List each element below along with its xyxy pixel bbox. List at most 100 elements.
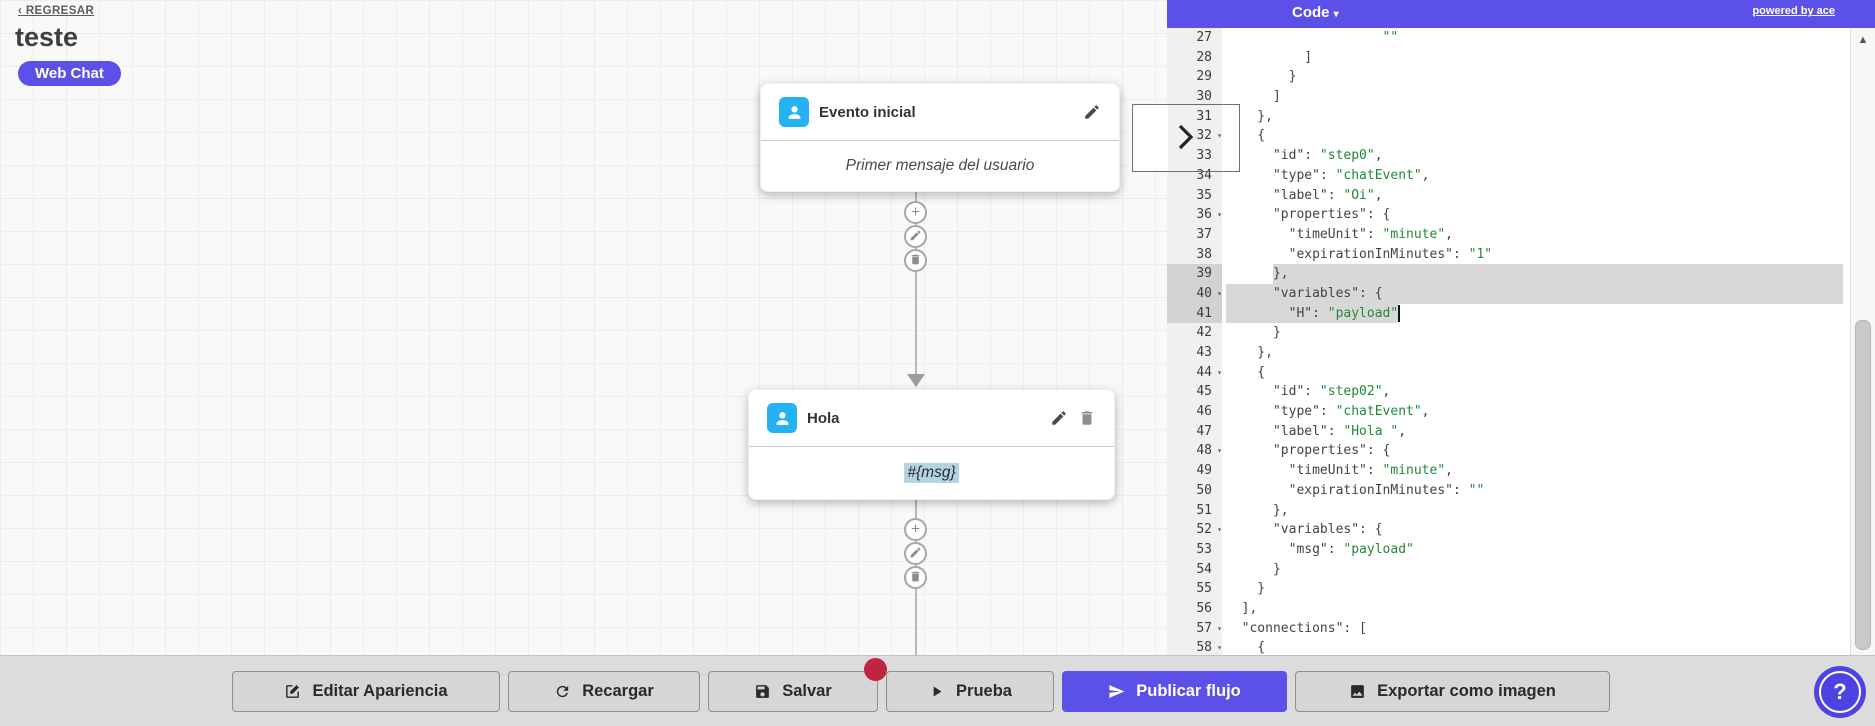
code-line[interactable]: 45 "id": "step02", — [1167, 382, 1851, 403]
code-line[interactable]: 58▾ { — [1167, 638, 1851, 655]
fold-arrow-icon[interactable]: ▾ — [1217, 288, 1222, 298]
code-line[interactable]: 40▾ "variables": { — [1167, 283, 1851, 304]
gutter-line-number[interactable]: 46 — [1167, 402, 1222, 422]
editor-scrollbar[interactable] — [1850, 28, 1875, 655]
gutter-line-number[interactable]: 50 — [1167, 480, 1222, 501]
delete-node-icon[interactable] — [1078, 409, 1096, 427]
fold-arrow-icon[interactable]: ▾ — [1217, 210, 1222, 220]
code-line[interactable]: 47 "label": "Hola ", — [1167, 421, 1851, 442]
gutter-line-number[interactable]: 54 — [1167, 559, 1222, 580]
code-line[interactable]: 46 "type": "chatEvent", — [1167, 402, 1851, 422]
code-line[interactable]: 28 ] — [1167, 47, 1851, 68]
code-line[interactable]: 52▾ "variables": { — [1167, 520, 1851, 540]
code-line[interactable]: 35 "label": "Oi", — [1167, 185, 1851, 206]
gutter-line-number[interactable]: 40▾ — [1167, 283, 1222, 304]
gutter-line-number[interactable]: 55 — [1167, 579, 1222, 599]
button-salvar[interactable]: Salvar — [708, 657, 887, 712]
gutter-line-number[interactable]: 27 — [1167, 28, 1222, 48]
delete-edge-button[interactable] — [904, 566, 927, 589]
gutter-line-number[interactable]: 33 — [1167, 146, 1222, 166]
edit-edge-button[interactable] — [904, 225, 927, 248]
code-line[interactable]: 54 } — [1167, 559, 1851, 580]
gutter-line-number[interactable]: 42 — [1167, 323, 1222, 343]
gutter-line-number[interactable]: 48▾ — [1167, 441, 1222, 462]
button-exportar-como-imagen[interactable]: Exportar como imagen — [1295, 670, 1610, 712]
code-line[interactable]: 32▾ { — [1167, 126, 1851, 147]
code-line[interactable]: 48▾ "properties": { — [1167, 441, 1851, 462]
variable-chip[interactable]: #{msg} — [904, 463, 959, 483]
button-prueba[interactable]: Prueba — [886, 670, 1054, 712]
gutter-line-number[interactable]: 36▾ — [1167, 205, 1222, 225]
button-recargar[interactable]: Recargar — [508, 670, 700, 712]
gutter-line-number[interactable]: 52▾ — [1167, 520, 1222, 540]
gutter-line-number[interactable]: 35 — [1167, 185, 1222, 206]
button-editar-apariencia[interactable]: Editar Apariencia — [232, 670, 500, 712]
edit-edge-button[interactable] — [904, 542, 927, 565]
gutter-line-number[interactable]: 38 — [1167, 244, 1222, 265]
gutter-line-number[interactable]: 32▾ — [1167, 126, 1222, 147]
fold-arrow-icon[interactable]: ▾ — [1217, 643, 1222, 653]
powered-by-ace-link[interactable]: powered by ace — [1752, 5, 1835, 17]
code-line[interactable]: 39 }, — [1167, 264, 1851, 284]
gutter-line-number[interactable]: 44▾ — [1167, 362, 1222, 383]
gutter-line-number[interactable]: 29 — [1167, 67, 1222, 88]
code-line[interactable]: 34 "type": "chatEvent", — [1167, 165, 1851, 186]
code-line[interactable]: 38 "expirationInMinutes": "1" — [1167, 244, 1851, 265]
gutter-line-number[interactable]: 30 — [1167, 87, 1222, 107]
gutter-line-number[interactable]: 49 — [1167, 461, 1222, 481]
gutter-line-number[interactable]: 57▾ — [1167, 618, 1222, 639]
code-mode-dropdown[interactable]: Code — [1292, 4, 1339, 21]
code-line[interactable]: 27 "" — [1167, 28, 1851, 48]
gutter-line-number[interactable]: 43 — [1167, 343, 1222, 363]
code-line[interactable]: 42 } — [1167, 323, 1851, 343]
node-hola[interactable]: Hola #{msg} — [748, 389, 1115, 500]
fold-arrow-icon[interactable]: ▾ — [1217, 525, 1222, 535]
code-lines[interactable]: 27 ""28 ]29 }30 ]31 },32▾ {33 "id": "ste… — [1167, 28, 1851, 655]
code-line[interactable]: 43 }, — [1167, 343, 1851, 363]
gutter-line-number[interactable]: 47 — [1167, 421, 1222, 442]
scrollbar-thumb[interactable] — [1855, 320, 1871, 650]
fold-arrow-icon[interactable]: ▾ — [1217, 446, 1222, 456]
gutter-line-number[interactable]: 51 — [1167, 500, 1222, 521]
back-link[interactable]: ‹ REGRESAR — [18, 5, 95, 17]
code-line[interactable]: 50 "expirationInMinutes": "" — [1167, 480, 1851, 501]
delete-edge-button[interactable] — [904, 249, 927, 272]
code-line[interactable]: 37 "timeUnit": "minute", — [1167, 224, 1851, 245]
edit-node-icon[interactable] — [1050, 409, 1068, 427]
edit-node-icon[interactable] — [1083, 103, 1101, 121]
fold-arrow-icon[interactable]: ▾ — [1217, 131, 1222, 141]
node-evento-inicial[interactable]: Evento inicial Primer mensaje del usuari… — [760, 83, 1120, 192]
gutter-line-number[interactable]: 39 — [1167, 264, 1222, 284]
code-line[interactable]: 31 }, — [1167, 106, 1851, 127]
fold-arrow-icon[interactable]: ▾ — [1217, 623, 1222, 633]
code-line[interactable]: 53 "msg": "payload" — [1167, 539, 1851, 560]
gutter-line-number[interactable]: 53 — [1167, 539, 1222, 560]
code-line[interactable]: 30 ] — [1167, 87, 1851, 107]
code-line[interactable]: 44▾ { — [1167, 362, 1851, 383]
gutter-line-number[interactable]: 37 — [1167, 224, 1222, 245]
code-line[interactable]: 29 } — [1167, 67, 1851, 88]
gutter-line-number[interactable]: 56 — [1167, 598, 1222, 619]
code-line[interactable]: 49 "timeUnit": "minute", — [1167, 461, 1851, 481]
gutter-line-number[interactable]: 28 — [1167, 47, 1222, 68]
code-line[interactable]: 55 } — [1167, 579, 1851, 599]
code-line[interactable]: 36▾ "properties": { — [1167, 205, 1851, 225]
button-publicar-flujo[interactable]: Publicar flujo — [1062, 670, 1287, 712]
trash-icon — [909, 570, 922, 586]
code-line[interactable]: 33 "id": "step0", — [1167, 146, 1851, 166]
help-button[interactable]: ? — [1814, 666, 1866, 718]
code-line[interactable]: 56 ], — [1167, 598, 1851, 619]
code-line[interactable]: 57▾ "connections": [ — [1167, 618, 1851, 639]
flow-canvas[interactable]: ‹ REGRESAR teste Web Chat Evento inicial… — [0, 0, 1167, 655]
gutter-line-number[interactable]: 31 — [1167, 106, 1222, 127]
add-node-button[interactable] — [904, 201, 927, 224]
code-line[interactable]: 51 }, — [1167, 500, 1851, 521]
fold-arrow-icon[interactable]: ▾ — [1217, 367, 1222, 377]
add-node-button[interactable] — [904, 518, 927, 541]
gutter-line-number[interactable]: 41 — [1167, 303, 1222, 324]
collapse-editor-button[interactable] — [1132, 104, 1240, 172]
gutter-line-number[interactable]: 58▾ — [1167, 638, 1222, 655]
code-line[interactable]: 41 "H": "payload" — [1167, 303, 1851, 324]
scroll-up-icon[interactable] — [1851, 34, 1875, 46]
gutter-line-number[interactable]: 45 — [1167, 382, 1222, 403]
